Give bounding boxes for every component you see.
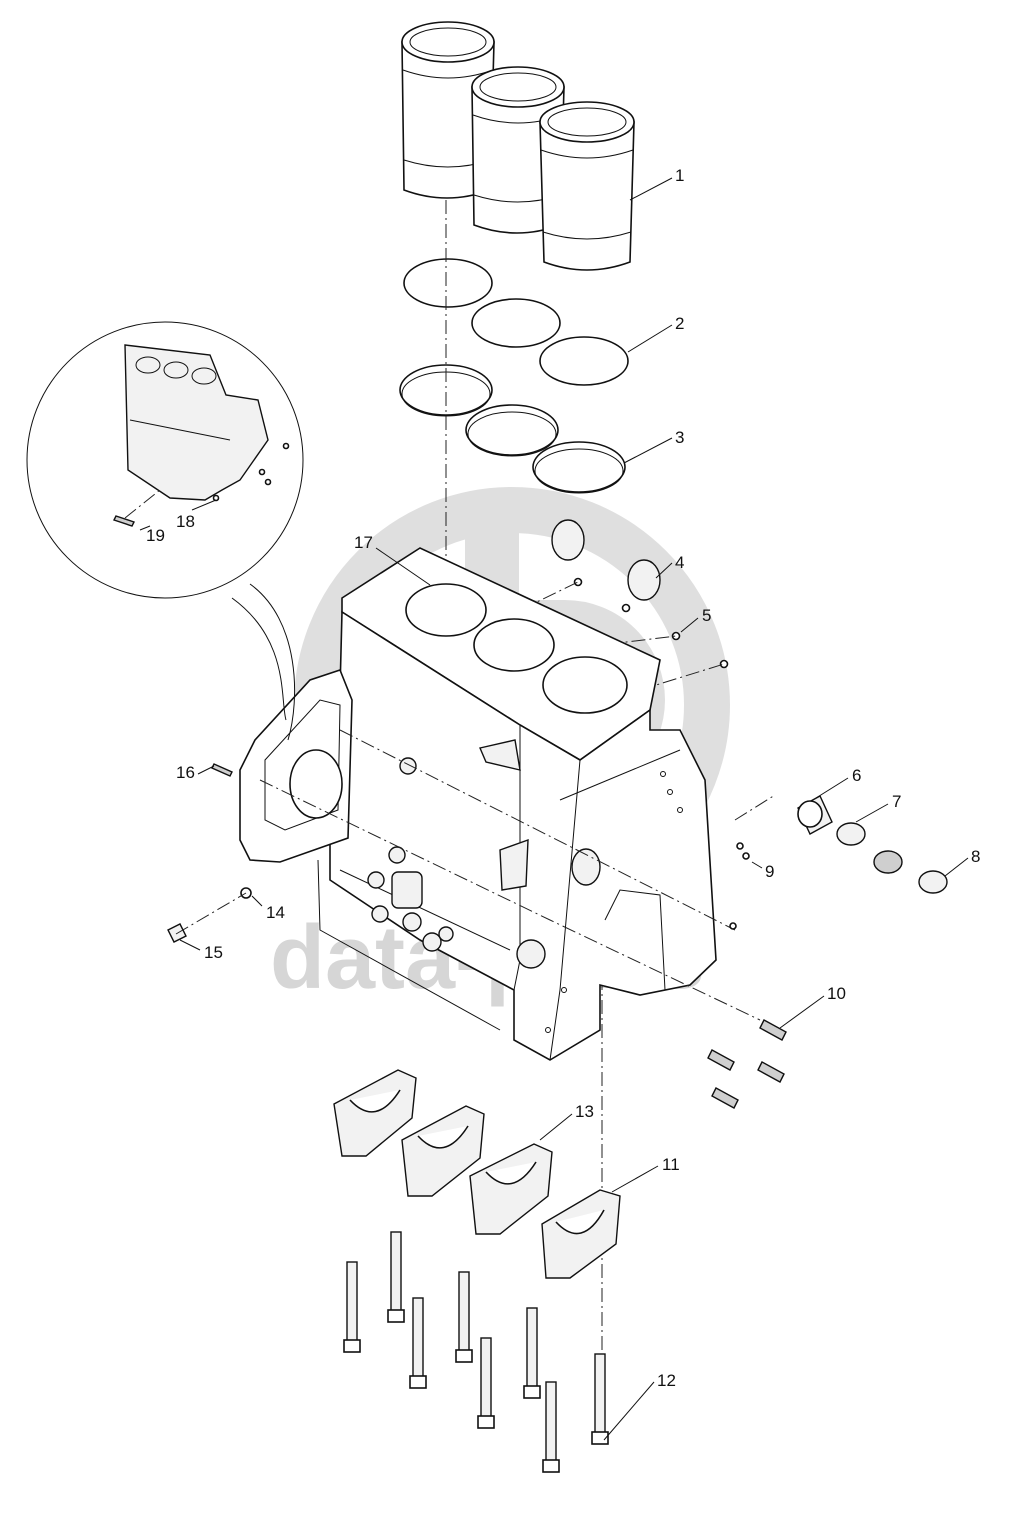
callout-9: 9 xyxy=(765,862,774,881)
callout-11: 11 xyxy=(662,1155,680,1174)
core-plug-set xyxy=(551,519,661,601)
cylinder-liner-set xyxy=(401,21,635,271)
plug-and-seal xyxy=(167,763,252,943)
stud-set xyxy=(707,1019,787,1109)
callout-16: 16 xyxy=(176,763,195,782)
bushing-set xyxy=(729,795,948,930)
leader-lines xyxy=(139,177,969,1441)
callout-5: 5 xyxy=(702,606,711,625)
inset-detail xyxy=(26,321,304,741)
callout-8: 8 xyxy=(971,847,980,866)
callout-10: 10 xyxy=(827,984,846,1003)
callout-17: 17 xyxy=(354,533,373,552)
callout-3: 3 xyxy=(675,428,684,447)
shim-ring-set xyxy=(399,364,626,494)
callout-6: 6 xyxy=(852,766,861,785)
o-ring-set xyxy=(403,258,629,386)
callout-18: 18 xyxy=(176,512,195,531)
callout-2: 2 xyxy=(675,314,684,333)
main-bearing-cap-set xyxy=(333,1069,621,1279)
callout-14: 14 xyxy=(266,903,285,922)
callout-15: 15 xyxy=(204,943,223,962)
callout-19: 19 xyxy=(146,526,165,545)
engine-block xyxy=(239,547,717,1061)
callout-7: 7 xyxy=(892,792,901,811)
bolt-set xyxy=(343,1231,609,1473)
callout-12: 12 xyxy=(657,1371,676,1390)
callout-1: 1 xyxy=(675,166,684,185)
callout-13: 13 xyxy=(575,1102,594,1121)
callout-4: 4 xyxy=(675,553,684,572)
callout-labels: 1 2 3 4 5 6 7 8 9 10 11 12 13 14 15 16 1… xyxy=(146,166,980,1390)
